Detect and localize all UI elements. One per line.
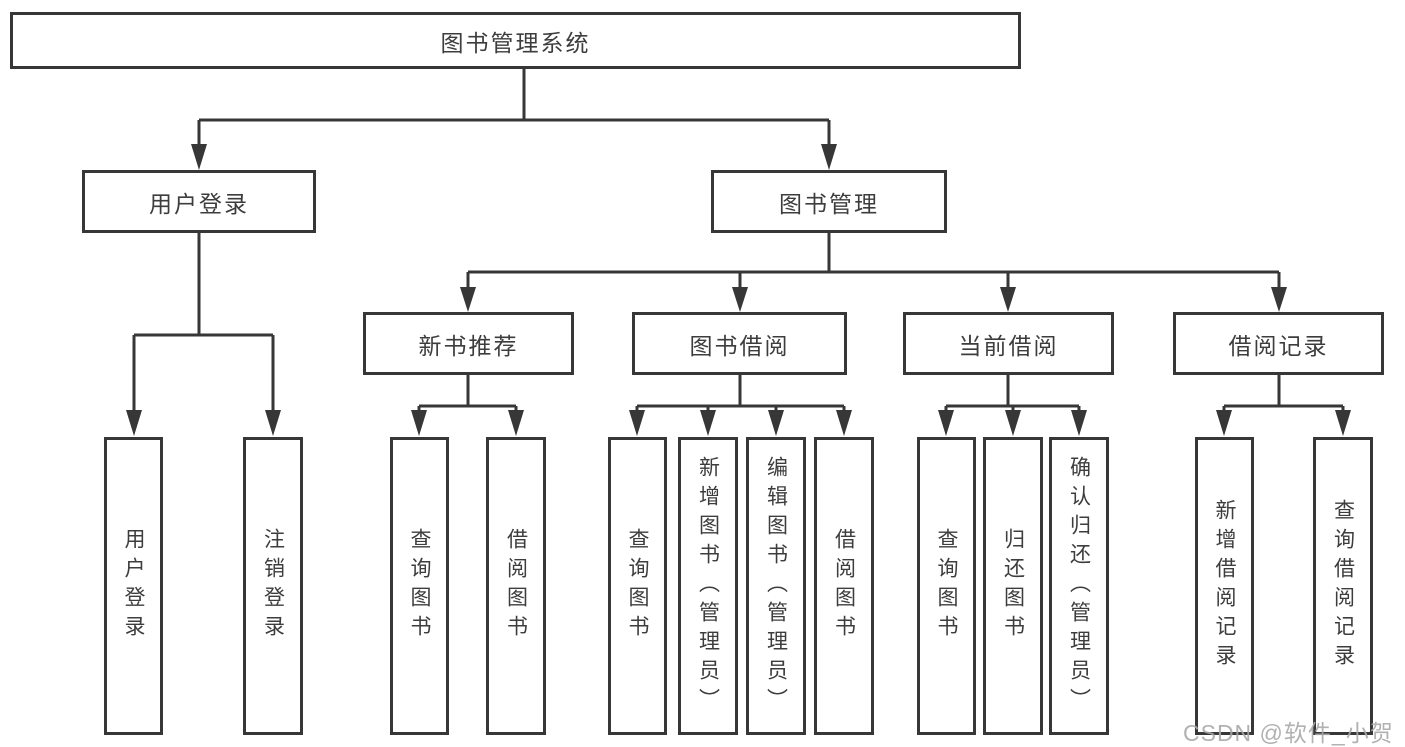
leaf-logout: 注销登录 — [243, 437, 303, 735]
arrowhead — [411, 410, 427, 436]
connector-borrow-records-bar — [1224, 375, 1343, 408]
node-book-management: 图书管理 — [711, 170, 947, 233]
node-new-book-recommend: 新书推荐 — [363, 312, 574, 375]
leaf-add-borrow-record: 新增借阅记录 — [1195, 437, 1254, 735]
leaf-user-login: 用户登录 — [104, 437, 163, 735]
arrowhead — [938, 410, 954, 436]
leaf-recommend-query-books: 查询图书 — [390, 437, 449, 735]
connector-current-borrow-bar — [946, 375, 1079, 408]
leaf-add-books-admin: 新增图书（管理员） — [678, 437, 738, 735]
arrowhead — [126, 410, 142, 436]
connector-user-login-bar — [134, 233, 273, 337]
arrowhead — [629, 410, 645, 436]
arrowhead — [1335, 410, 1351, 436]
leaf-edit-books-admin: 编辑图书（管理员） — [746, 437, 806, 735]
arrowhead — [732, 287, 748, 312]
csdn-watermark: CSDN @软件_小贺同学 — [1183, 720, 1394, 746]
arrowhead — [460, 287, 476, 312]
node-book-borrow: 图书借阅 — [632, 312, 847, 375]
node-borrow-records: 借阅记录 — [1173, 312, 1384, 375]
connector-book-mgmt-bar — [468, 233, 1279, 274]
leaf-current-query-books: 查询图书 — [917, 437, 976, 735]
connector-new-book-bar — [419, 375, 516, 408]
arrowhead — [700, 410, 716, 436]
arrowhead — [768, 410, 784, 436]
arrowhead — [1000, 287, 1016, 312]
arrowhead — [1071, 410, 1087, 436]
arrowhead — [265, 410, 281, 436]
leaf-borrow-books: 借阅图书 — [814, 437, 874, 735]
arrowhead — [836, 410, 852, 436]
leaf-confirm-return-admin: 确认归还（管理员） — [1049, 437, 1109, 735]
arrowhead — [821, 144, 837, 170]
connector-book-borrow-bar — [637, 375, 844, 408]
node-user-login: 用户登录 — [82, 170, 316, 233]
node-current-borrow: 当前借阅 — [903, 312, 1114, 375]
leaf-recommend-borrow-books: 借阅图书 — [486, 437, 546, 735]
leaf-return-books: 归还图书 — [983, 437, 1043, 735]
leaf-query-borrow-record: 查询借阅记录 — [1313, 437, 1373, 735]
leaf-borrow-query-books: 查询图书 — [608, 437, 667, 735]
connector-root-bar — [199, 69, 829, 122]
arrowhead — [508, 410, 524, 436]
arrowhead — [191, 144, 207, 170]
arrowhead — [1005, 410, 1021, 436]
arrowhead — [1216, 410, 1232, 436]
arrowhead — [1271, 287, 1287, 312]
node-root-system: 图书管理系统 — [10, 12, 1021, 69]
